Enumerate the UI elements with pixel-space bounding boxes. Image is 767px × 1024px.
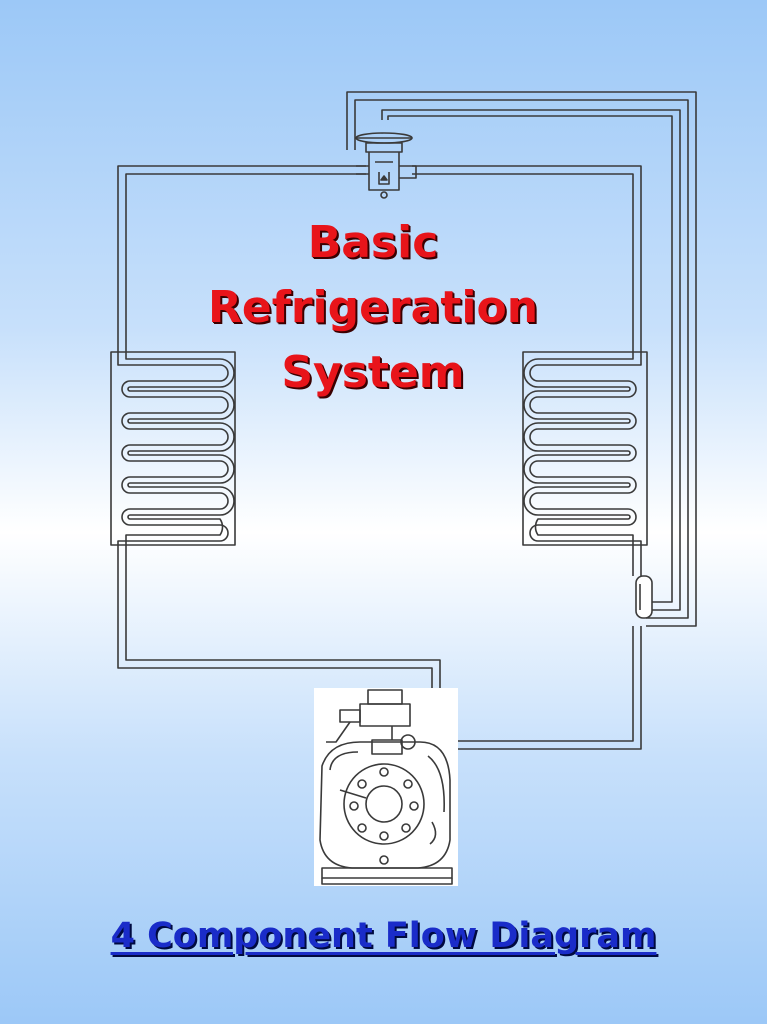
top-pipe-right (412, 165, 642, 352)
diagram-caption: 4 Component Flow Diagram (110, 916, 657, 956)
top-pipe-left (117, 165, 366, 352)
evaporator-coil (110, 351, 236, 546)
receiver (635, 575, 653, 619)
title-line-2: Refrigeration (207, 282, 539, 333)
title-line-3: System (281, 347, 465, 398)
expansion-valve (355, 132, 417, 199)
compressor (314, 688, 458, 886)
condenser-coil (522, 351, 648, 546)
title-line-1: Basic (307, 217, 439, 268)
suction-line (117, 545, 441, 709)
sensing-line (346, 91, 697, 627)
discharge-line (410, 545, 642, 750)
